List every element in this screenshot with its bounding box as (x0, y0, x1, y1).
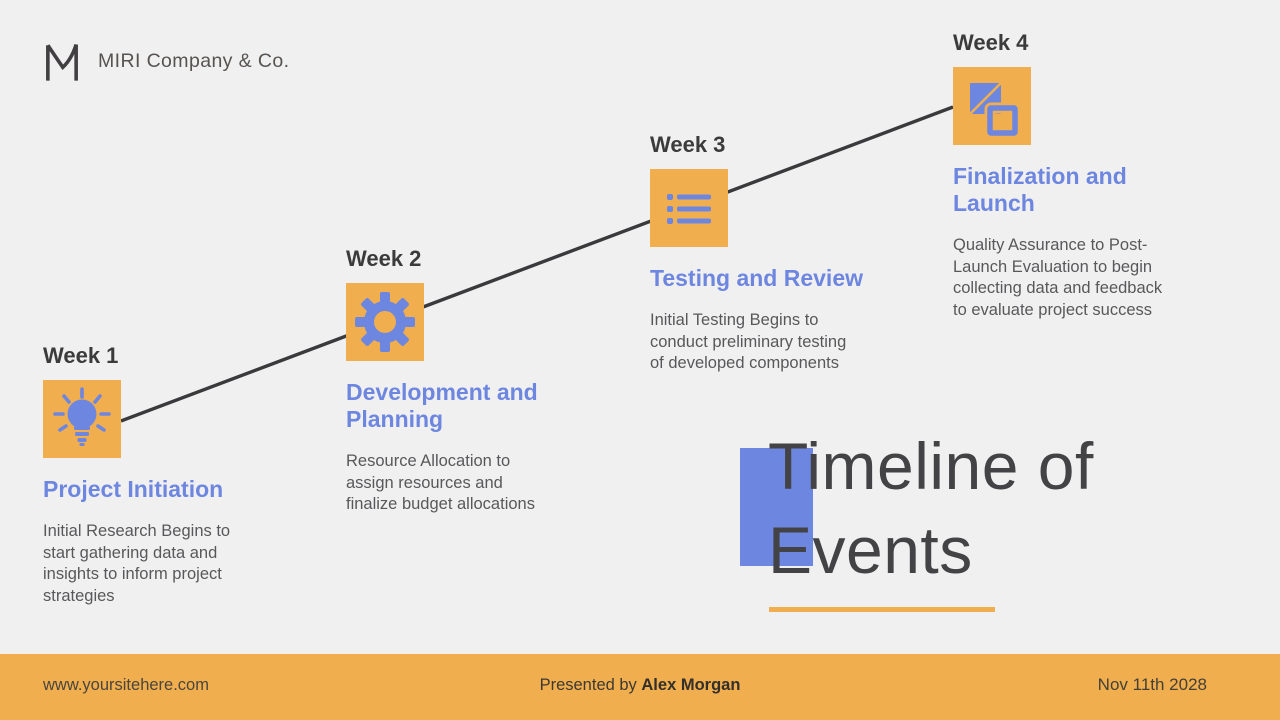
milestone-week-4: Week 4 Finalization and Launch Quality A… (953, 28, 1188, 321)
milestone-title: Finalization and Launch (953, 163, 1127, 216)
title-highlight-rect (740, 448, 813, 566)
week-label: Week 1 (43, 343, 119, 368)
page-title: Timeline of Events (768, 429, 1094, 587)
checklist-icon (667, 194, 711, 224)
lightbulb-icon-tile (43, 380, 121, 458)
footer-bar: www.yoursitehere.com Presented by Alex M… (0, 654, 1280, 720)
milestone-description: Quality Assurance to Post-Launch Evaluat… (953, 236, 1163, 319)
milestone-week-1: Week 1 Project Initiation Initial Resear… (43, 341, 275, 607)
brand-header: MIRI Company & Co. (40, 38, 289, 84)
presenter-name: Alex Morgan (641, 676, 741, 694)
milestone-description: Initial Research Begins to start gatheri… (43, 522, 231, 605)
gear-icon-tile (346, 283, 424, 361)
milestone-description: Resource Allocation to assign resources … (346, 452, 535, 513)
presented-by-prefix: Presented by (539, 676, 642, 694)
brand-logo-icon (46, 43, 78, 81)
footer-presented-by: Presented by Alex Morgan (0, 654, 1280, 716)
brand-name: MIRI Company & Co. (98, 49, 290, 72)
milestone-week-3: Week 3 Testing and Review Initial Testin… (650, 130, 885, 375)
lightbulb-icon (53, 387, 111, 446)
footer-website: www.yoursitehere.com (43, 676, 209, 694)
milestone-description: Initial Testing Begins to conduct prelim… (650, 311, 847, 372)
checklist-icon-tile (650, 169, 728, 247)
overlapping-squares-icon-tile (953, 67, 1031, 145)
week-label: Week 2 (346, 246, 422, 271)
milestone-title: Testing and Review (650, 265, 864, 291)
week-label: Week 4 (953, 30, 1029, 55)
week-label: Week 3 (650, 132, 726, 157)
footer-date: Nov 11th 2028 (1097, 675, 1207, 694)
milestone-week-2: Week 2 Development and Planning Resource… (346, 244, 581, 516)
milestone-title: Project Initiation (43, 476, 224, 502)
title-underline (769, 607, 995, 612)
milestone-title: Development and Planning (346, 379, 538, 432)
overlapping-squares-icon (968, 81, 1021, 139)
gear-icon (355, 292, 415, 352)
